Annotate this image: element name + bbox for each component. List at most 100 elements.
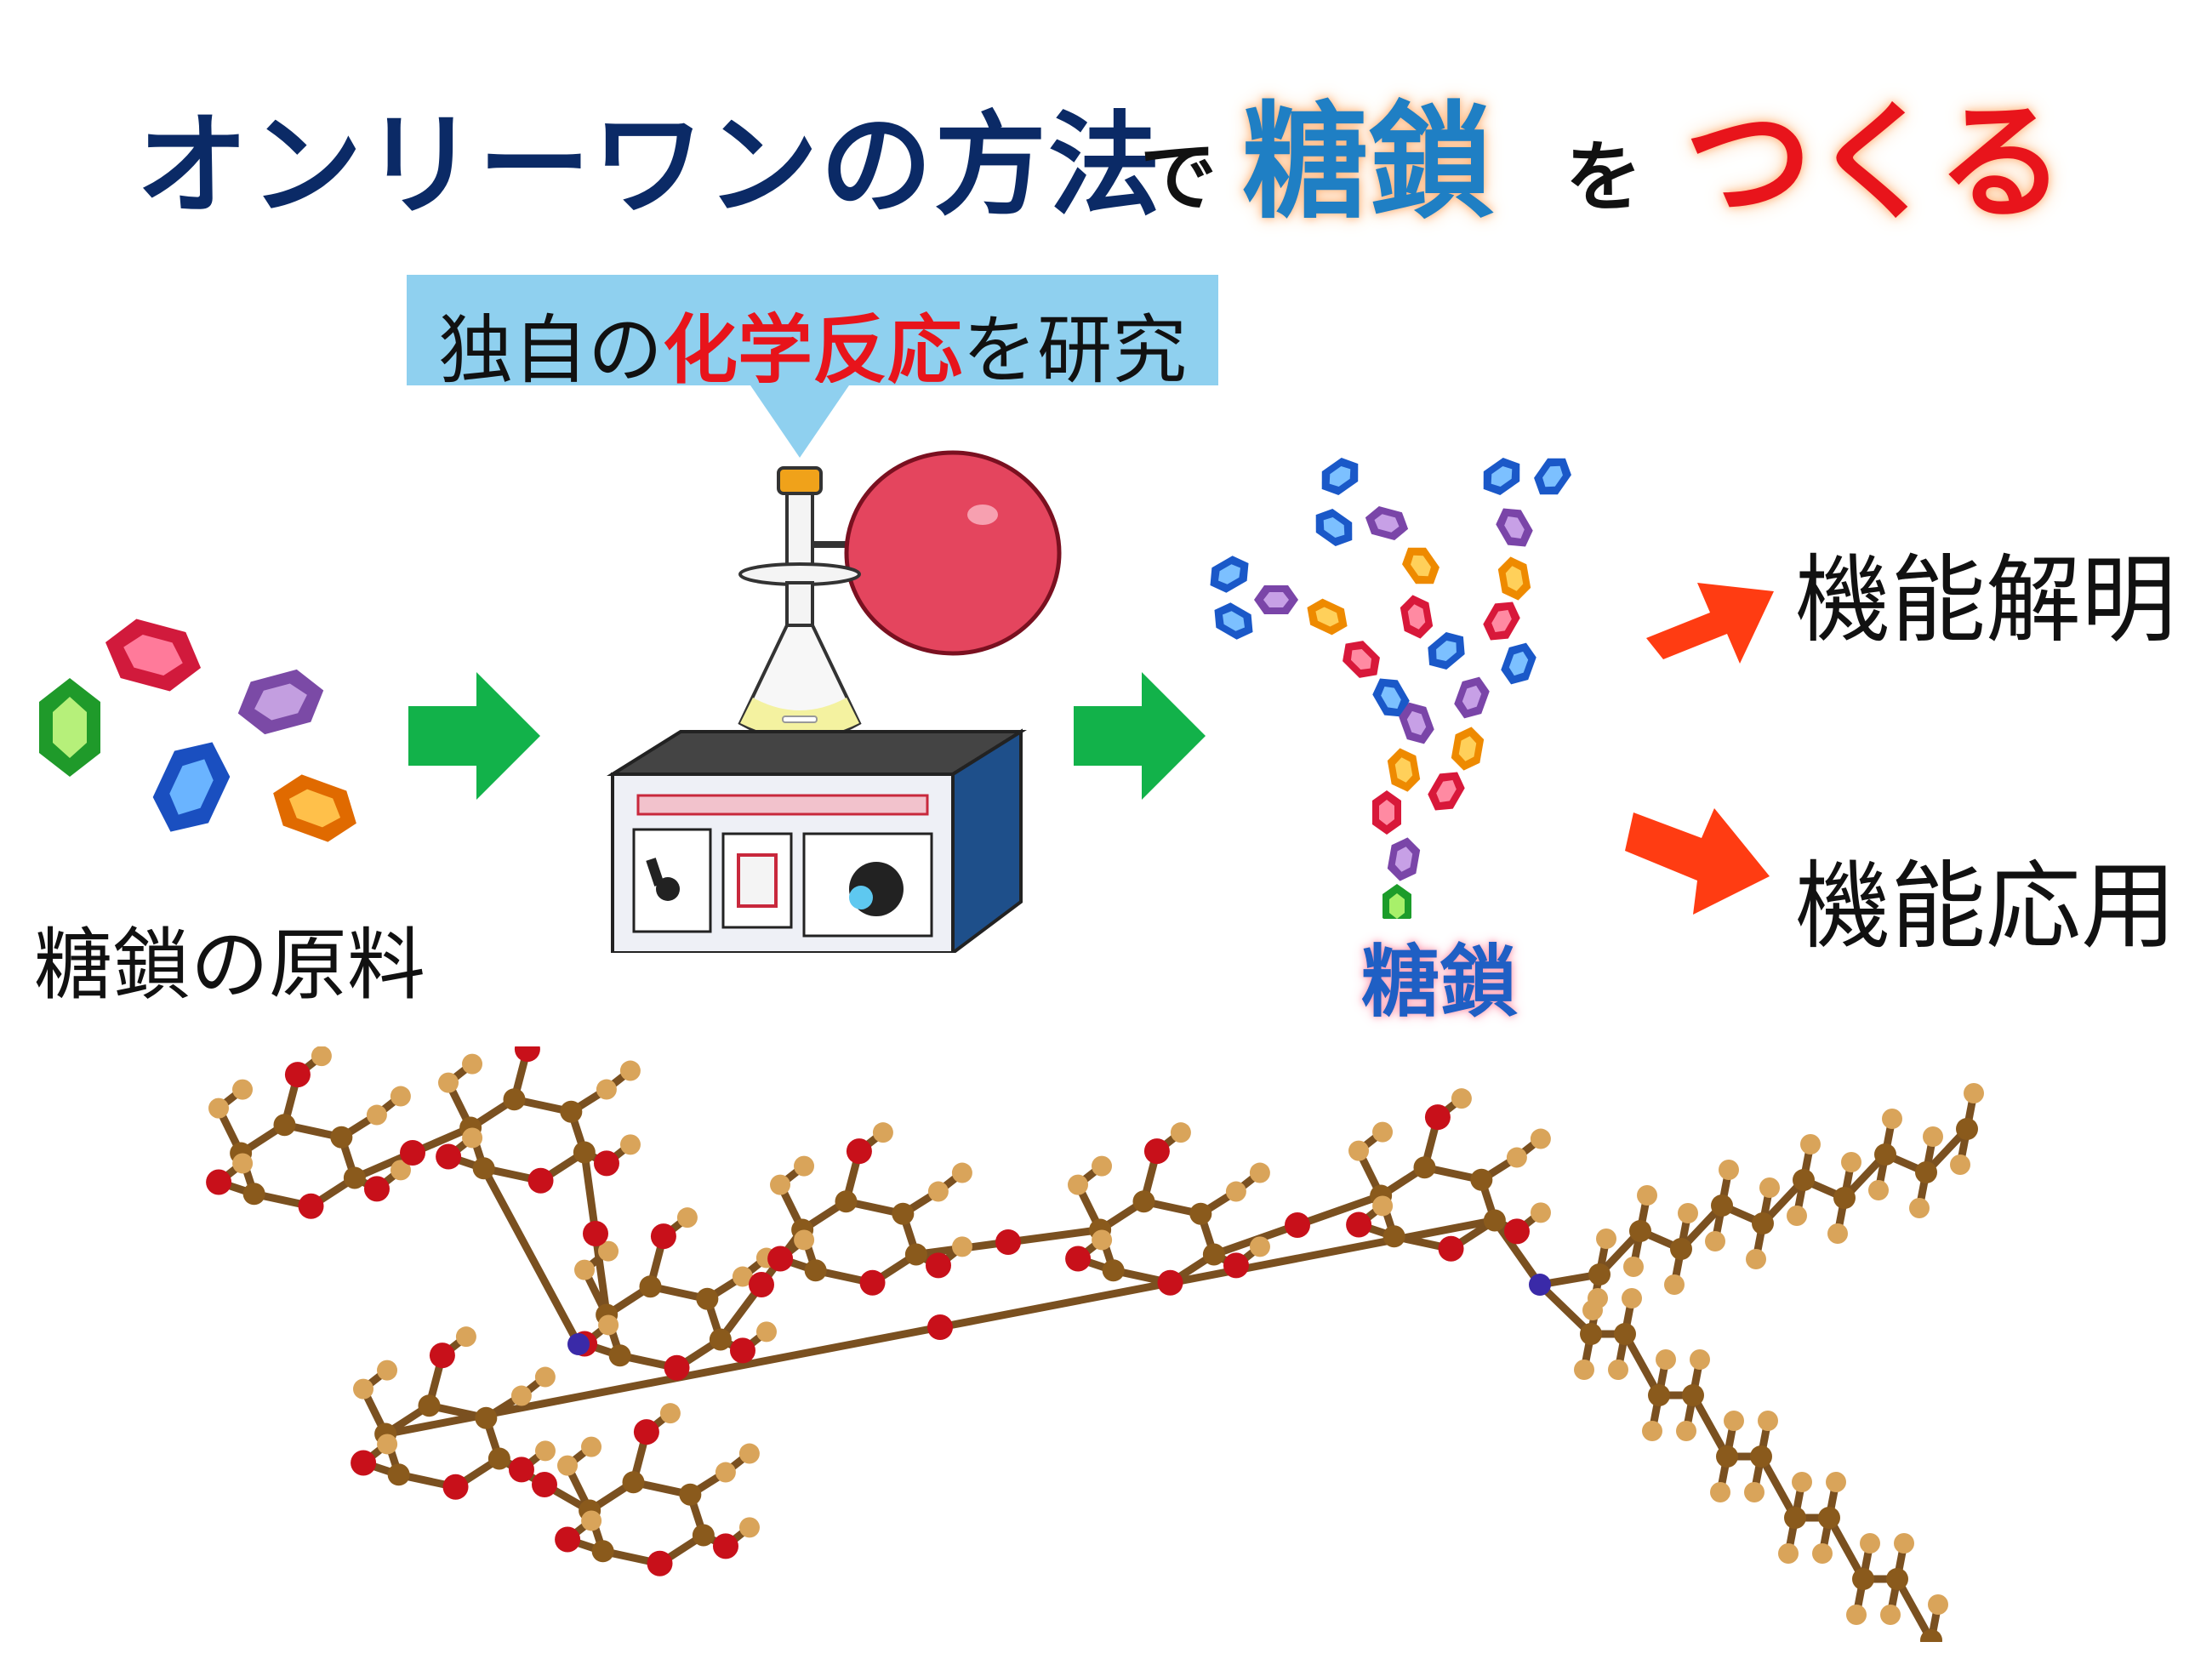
gem-red-icon <box>105 619 202 692</box>
atom-h <box>872 1122 893 1143</box>
atom-h <box>1923 1126 1943 1147</box>
atom-h <box>1690 1349 1710 1370</box>
atom-o <box>436 1143 462 1170</box>
atom-h <box>1642 1421 1662 1441</box>
atom-h <box>1759 1177 1780 1198</box>
atom-o <box>1065 1246 1092 1272</box>
atom-c <box>472 1157 495 1180</box>
sugar-unit-icon <box>1387 748 1421 792</box>
atom-o <box>206 1169 232 1195</box>
atom-h <box>208 1097 230 1119</box>
atom-h <box>794 1155 815 1177</box>
atom-c <box>343 1166 366 1189</box>
atom-h <box>1092 1155 1113 1177</box>
atom-h <box>1826 1472 1846 1492</box>
atom-c <box>1588 1263 1611 1286</box>
atom-h <box>510 1385 532 1406</box>
atom-c <box>1670 1238 1692 1260</box>
raw-material-gems <box>39 619 356 842</box>
sugar-unit-icon <box>1483 601 1520 641</box>
title-particle-de: で <box>1140 133 1217 222</box>
atom-c <box>475 1406 498 1429</box>
atom-c <box>709 1328 732 1351</box>
atom-h <box>232 1079 254 1100</box>
atom-h <box>1846 1605 1867 1625</box>
atom-h <box>1964 1083 1984 1103</box>
atom-o <box>532 1472 557 1497</box>
atom-c <box>1648 1384 1670 1406</box>
atom-c <box>1470 1168 1493 1191</box>
atom-h <box>1092 1229 1113 1251</box>
atom-h <box>534 1440 556 1462</box>
page-title: オンリーワンの方法 で 糖鎖 を つくる <box>0 34 2212 237</box>
atom-c <box>692 1524 715 1547</box>
atom-h <box>581 1510 602 1531</box>
atom-h <box>377 1434 398 1455</box>
atom-o <box>593 1150 619 1177</box>
atom-h <box>1758 1411 1778 1431</box>
atom-h <box>1928 1594 1948 1615</box>
atom-h <box>534 1366 556 1388</box>
atom-h <box>1656 1349 1676 1370</box>
callout-before: 独自の <box>437 306 663 394</box>
atom-h <box>581 1436 602 1457</box>
right-arrow-icon <box>1625 808 1770 915</box>
atom-c <box>1629 1220 1651 1242</box>
balloon-icon <box>800 450 1062 656</box>
atom-h <box>1451 1088 1472 1109</box>
right-arrow-icon <box>1646 583 1774 664</box>
sugar-unit-icon <box>1307 598 1348 636</box>
atom-h <box>1506 1147 1527 1168</box>
sugar-unit-icon <box>1428 631 1465 670</box>
atom-o <box>650 1223 676 1250</box>
atom-h <box>770 1174 791 1195</box>
sugar-unit-icon <box>1387 837 1421 881</box>
atom-c <box>835 1190 858 1213</box>
atom-h <box>598 1314 619 1336</box>
atom-o <box>749 1272 774 1297</box>
atom-h <box>927 1181 949 1202</box>
atom-h <box>232 1153 254 1174</box>
atom-h <box>1588 1288 1608 1308</box>
atom-o <box>859 1269 886 1296</box>
atom-n <box>1529 1274 1551 1296</box>
sugar-unit-icon <box>1382 884 1411 919</box>
atom-c <box>1711 1194 1733 1217</box>
atom-h <box>1705 1231 1725 1251</box>
sugar-unit-icon <box>1365 505 1409 541</box>
atom-h <box>1719 1160 1739 1180</box>
atom-h <box>1068 1174 1089 1195</box>
atom-c <box>1716 1445 1738 1468</box>
atom-h <box>1678 1203 1698 1223</box>
sugar-unit-icon <box>1315 509 1353 546</box>
atom-c <box>1833 1187 1856 1209</box>
atom-h <box>438 1072 459 1093</box>
label-raw-material: 糖鎖の原料 <box>34 920 426 1011</box>
atom-o <box>1285 1212 1310 1238</box>
atom-c <box>892 1202 915 1225</box>
atom-o <box>442 1474 469 1500</box>
atom-h <box>1724 1411 1744 1431</box>
sugar-unit-icon <box>1402 547 1440 584</box>
atom-h <box>353 1378 374 1400</box>
atom-h <box>462 1053 483 1075</box>
sugar-unit-icon <box>1496 508 1533 547</box>
callout-after: を研究 <box>962 306 1188 394</box>
atom-h <box>1827 1223 1848 1244</box>
sugar-unit-icon <box>1399 702 1434 744</box>
atom-c <box>1750 1445 1772 1468</box>
atom-h <box>1792 1472 1812 1492</box>
atom-c <box>1202 1243 1225 1266</box>
sugar-unit-icon <box>1214 602 1253 640</box>
atom-o <box>1157 1269 1183 1296</box>
atom-h <box>390 1160 411 1181</box>
atom-c <box>1874 1143 1896 1166</box>
atom-o <box>508 1457 534 1483</box>
sugar-unit-icon <box>1428 772 1465 811</box>
atom-o <box>846 1138 872 1165</box>
atom-h <box>1868 1180 1889 1200</box>
atom-h <box>659 1403 681 1424</box>
atom-h <box>1608 1360 1628 1380</box>
atom-c <box>1132 1190 1155 1213</box>
atom-c <box>1920 1629 1942 1642</box>
